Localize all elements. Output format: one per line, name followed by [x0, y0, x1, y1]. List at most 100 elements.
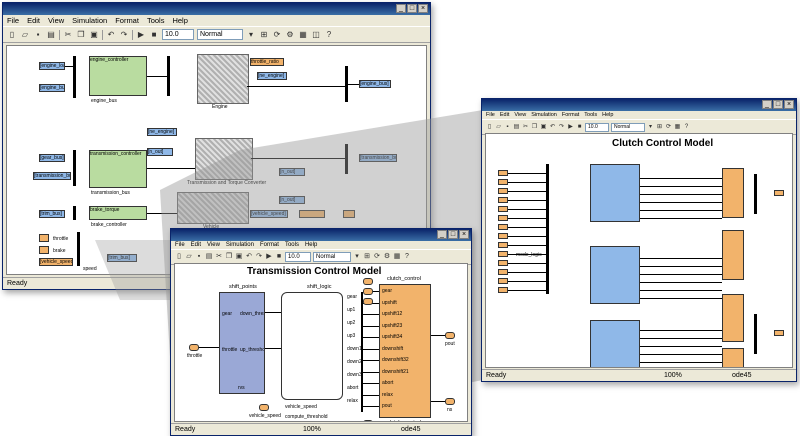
- left-input-port[interactable]: [363, 298, 373, 305]
- maximize-button[interactable]: □: [773, 100, 783, 109]
- pout-output-port[interactable]: [445, 332, 455, 339]
- undo-icon[interactable]: ↶: [549, 124, 556, 130]
- clutch-canvas[interactable]: Clutch Control Model mode_logic: [485, 133, 793, 368]
- nout-output[interactable]: [n_out]: [279, 168, 305, 176]
- clutch-bus-node-2[interactable]: [754, 314, 757, 354]
- help-icon[interactable]: ?: [405, 253, 409, 260]
- clutch-control-block[interactable]: [379, 284, 431, 418]
- clutch-input-port[interactable]: [498, 287, 508, 293]
- maximize-button[interactable]: □: [407, 4, 417, 13]
- library-icon[interactable]: ▦: [299, 29, 307, 39]
- left-input-port[interactable]: [363, 278, 373, 285]
- menu-simulation[interactable]: Simulation: [225, 242, 254, 248]
- print-icon[interactable]: ▤: [205, 253, 213, 260]
- clutch-subsystem-2[interactable]: [590, 246, 640, 304]
- clutch-input-port[interactable]: [498, 242, 508, 248]
- sim-time-input[interactable]: 10.0: [285, 252, 311, 262]
- menu-edit[interactable]: Edit: [190, 242, 202, 248]
- menu-file[interactable]: File: [7, 16, 20, 25]
- print-icon[interactable]: ▤: [47, 29, 55, 39]
- clutch-output-bank-3[interactable]: [722, 294, 744, 342]
- new-icon[interactable]: ▯: [177, 253, 181, 260]
- clutch-output-bank-2[interactable]: [722, 230, 744, 280]
- explorer-icon[interactable]: ◫: [312, 29, 320, 39]
- cut-icon[interactable]: ✂: [216, 253, 222, 260]
- menu-view[interactable]: View: [48, 16, 65, 25]
- redo-icon[interactable]: ↷: [256, 253, 262, 260]
- new-icon[interactable]: ▯: [487, 124, 492, 130]
- paste-icon[interactable]: ▣: [540, 124, 547, 130]
- vehicle-speed-const[interactable]: [299, 210, 325, 218]
- engine-bus-output[interactable]: [engine_bus]: [359, 80, 391, 88]
- close-button[interactable]: ×: [459, 230, 469, 239]
- clutch-input-port[interactable]: [498, 233, 508, 239]
- clutch-input-port[interactable]: [498, 197, 508, 203]
- update-icon[interactable]: ⟳: [273, 29, 281, 39]
- stop-icon[interactable]: ■: [577, 124, 582, 130]
- undo-icon[interactable]: ↶: [246, 253, 252, 260]
- menu-format[interactable]: Format: [259, 242, 279, 248]
- update-icon[interactable]: ⟳: [374, 253, 380, 260]
- transmission-canvas[interactable]: Transmission Control Model shift_points …: [174, 263, 468, 422]
- nout-input[interactable]: [n_out]: [147, 148, 173, 156]
- clutch-input-port[interactable]: [498, 278, 508, 284]
- left-input-port[interactable]: [363, 288, 373, 295]
- chevron-down-icon[interactable]: ▾: [355, 253, 359, 260]
- new-icon[interactable]: ▯: [9, 29, 15, 39]
- clutch-input-port[interactable]: [498, 251, 508, 257]
- clutch-subsystem-1[interactable]: [590, 164, 640, 222]
- clutch-input-port[interactable]: [498, 179, 508, 185]
- clutch-input-port[interactable]: [498, 269, 508, 275]
- vehicle-speed-input[interactable]: [vehicle_speed]: [39, 258, 73, 266]
- redo-icon[interactable]: ↷: [558, 124, 565, 130]
- menu-format[interactable]: Format: [561, 112, 580, 118]
- trim-bus-input[interactable]: [trim_bus]: [39, 210, 65, 218]
- ampl-input-port[interactable]: [363, 420, 373, 421]
- save-icon[interactable]: ▪: [36, 29, 40, 39]
- help-icon[interactable]: ?: [684, 124, 689, 130]
- throttle-ratio-block[interactable]: throttle_ratio: [250, 58, 284, 66]
- open-icon[interactable]: ▱: [496, 124, 501, 130]
- redo-icon[interactable]: ↷: [120, 29, 128, 39]
- sim-mode-select[interactable]: Normal: [313, 252, 351, 262]
- save-icon[interactable]: ▪: [197, 253, 201, 260]
- ns-output-port[interactable]: [445, 398, 455, 405]
- cut-icon[interactable]: ✂: [64, 29, 72, 39]
- vehicle-speed-output[interactable]: [vehicle_speed]: [250, 210, 288, 218]
- clutch-output-port[interactable]: [774, 190, 784, 196]
- chevron-down-icon[interactable]: ▾: [648, 124, 652, 130]
- transmission-window-titlebar[interactable]: _ □ ×: [171, 229, 471, 241]
- trim-bus-output[interactable]: [trim_bus]: [107, 254, 137, 262]
- nout-vehicle-output[interactable]: [n_out]: [279, 196, 305, 204]
- paste-icon[interactable]: ▣: [90, 29, 98, 39]
- scope-block[interactable]: [343, 210, 355, 218]
- library-icon[interactable]: ▦: [674, 124, 681, 130]
- undo-icon[interactable]: ↶: [107, 29, 115, 39]
- sim-mode-select[interactable]: Normal: [611, 122, 645, 132]
- clutch-window-titlebar[interactable]: _ □ ×: [482, 99, 796, 111]
- brake-controller-block[interactable]: brake_torque: [89, 206, 147, 220]
- copy-icon[interactable]: ❐: [77, 29, 85, 39]
- open-icon[interactable]: ▱: [186, 253, 192, 260]
- paste-icon[interactable]: ▣: [235, 253, 243, 260]
- main-window-titlebar[interactable]: _ □ ×: [3, 3, 430, 15]
- close-button[interactable]: ×: [784, 100, 794, 109]
- clutch-output-bank-4[interactable]: [722, 348, 744, 367]
- build-icon[interactable]: ⊞: [260, 29, 268, 39]
- stop-icon[interactable]: ■: [276, 253, 282, 260]
- brake-input[interactable]: [39, 246, 49, 254]
- menu-help[interactable]: Help: [304, 242, 318, 248]
- transmission-controller-block[interactable]: transmission_controller: [89, 150, 147, 188]
- engine-bus-input[interactable]: [engine_bus]: [39, 84, 65, 92]
- menu-format[interactable]: Format: [115, 16, 139, 25]
- throttle-input-port[interactable]: [189, 344, 199, 351]
- play-icon[interactable]: ▶: [137, 29, 145, 39]
- chevron-down-icon[interactable]: ▾: [248, 29, 253, 39]
- menu-file[interactable]: File: [486, 112, 495, 118]
- help-icon[interactable]: ?: [326, 29, 332, 39]
- transmission-bus-input[interactable]: [transmission_bus]: [33, 172, 71, 180]
- minimize-button[interactable]: _: [437, 230, 447, 239]
- sim-time-input[interactable]: 10.0: [585, 122, 609, 132]
- clutch-bus-node[interactable]: [754, 174, 757, 214]
- clutch-input-port[interactable]: [498, 206, 508, 212]
